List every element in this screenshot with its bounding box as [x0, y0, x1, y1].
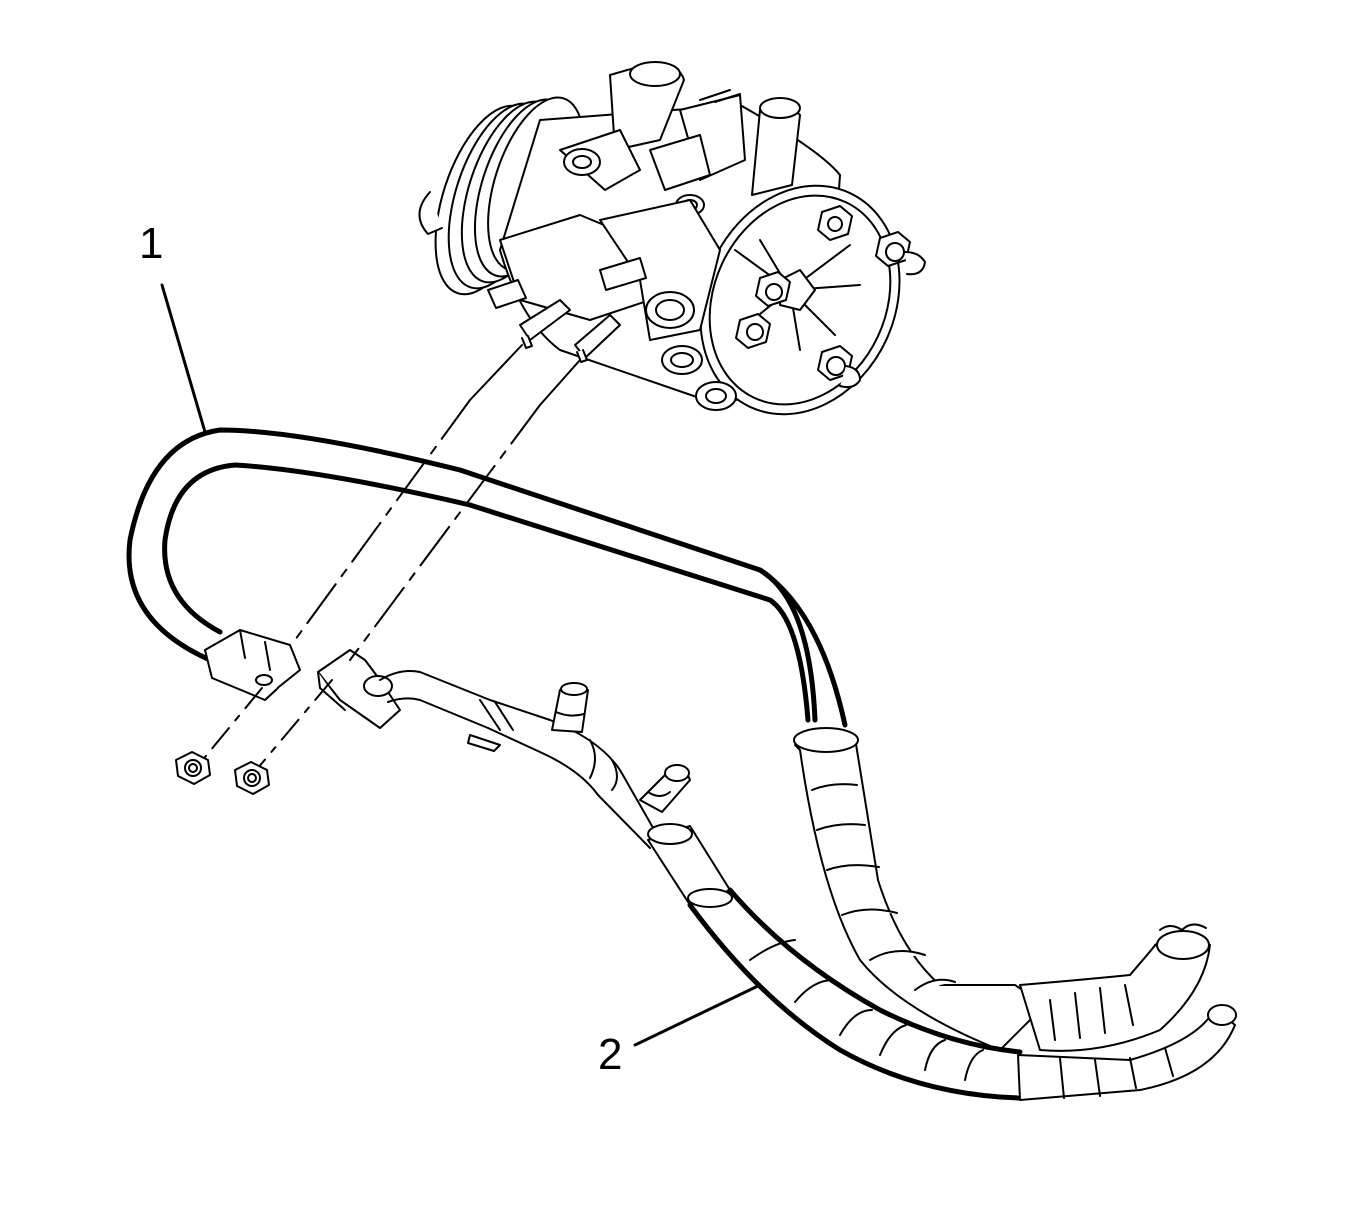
hose-1-inner: [162, 462, 811, 723]
hose-2-tube: [379, 670, 661, 849]
alignment-lines: [195, 344, 581, 776]
cover-bolt: [735, 313, 771, 349]
compressor-top-fittings: [559, 61, 801, 216]
hose-assembly-2: [317, 649, 1237, 1101]
cover-bolt: [817, 345, 861, 389]
cover-bolt: [817, 205, 853, 241]
hose-2-inner: [727, 887, 1023, 1055]
hose-2-collar: [647, 823, 733, 908]
callout-label-2: 2: [598, 1030, 623, 1079]
nut-alignment-line-1: [195, 687, 263, 769]
nut-2: [234, 761, 270, 795]
stud-alignment-line-2b: [349, 404, 541, 661]
hose-assembly-1: [126, 427, 1211, 1052]
compressor-rear-cover: [699, 184, 926, 416]
hose-2-end: [1017, 1004, 1237, 1101]
callout-1-leader: [160, 283, 207, 434]
service-port-upper: [551, 682, 589, 733]
hose-2-block-fitting: [317, 649, 401, 729]
hose-1-outer-right: [757, 567, 848, 728]
cover-bolt: [875, 231, 926, 276]
compressor-manifold: [487, 199, 737, 411]
stud-alignment-line-1b: [294, 399, 471, 641]
hose-2-sleeve: [749, 939, 984, 1081]
service-port-lower: [639, 764, 691, 813]
stud-alignment-line-2: [539, 359, 581, 406]
cover-bolt: [755, 271, 791, 307]
hose-1-sleeve: [793, 727, 1046, 1051]
nut-1: [175, 751, 211, 785]
ac-compressor: [418, 61, 926, 416]
hose-1-block-fitting: [204, 629, 301, 701]
nut-alignment-line-2: [251, 679, 333, 776]
callout-2-leader: [633, 983, 762, 1047]
hose-1-end: [1019, 923, 1211, 1052]
stud-alignment-line-1: [469, 344, 523, 401]
compressor-studs: [519, 299, 621, 363]
hose-2-outer: [687, 902, 1023, 1101]
callout-label-1: 1: [139, 219, 164, 268]
